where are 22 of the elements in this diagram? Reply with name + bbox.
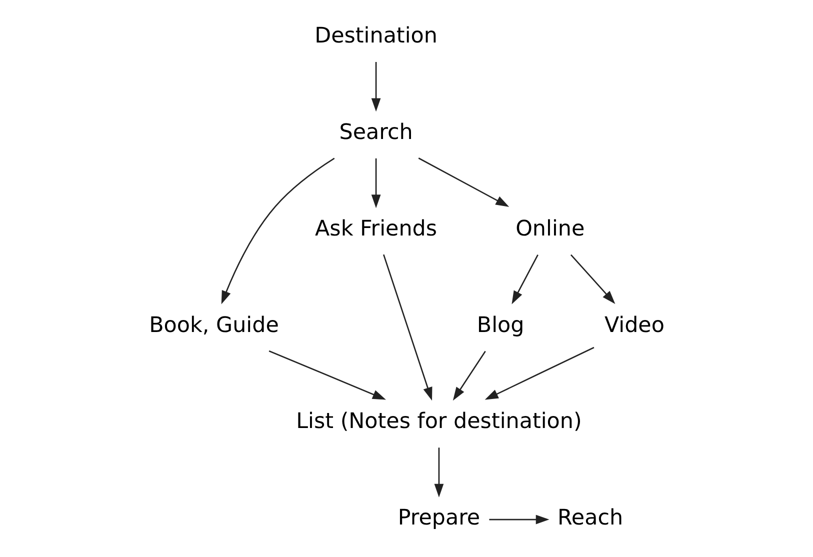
node-text: Ask Friends — [315, 216, 438, 242]
node-text: List (Notes for destination) — [296, 409, 582, 434]
arrow — [371, 62, 381, 112]
arrow — [434, 448, 444, 498]
arrow — [418, 158, 510, 207]
arrow — [221, 158, 335, 304]
arrow — [570, 254, 616, 304]
arrow — [371, 158, 381, 208]
arrow — [383, 254, 432, 401]
node-text: Blog — [476, 312, 524, 338]
arrow — [268, 350, 386, 400]
arrow — [512, 254, 538, 304]
node-text: Destination — [314, 24, 438, 49]
arrow — [484, 346, 594, 400]
arrow — [489, 514, 550, 524]
arrow — [452, 350, 486, 401]
node-text: Online — [516, 216, 585, 242]
node-text: Search — [339, 120, 413, 145]
node-text: Reach — [558, 506, 624, 531]
node-text: Prepare — [398, 506, 480, 531]
node-text: Video — [604, 312, 664, 338]
node-text: Book, Guide — [149, 312, 279, 338]
